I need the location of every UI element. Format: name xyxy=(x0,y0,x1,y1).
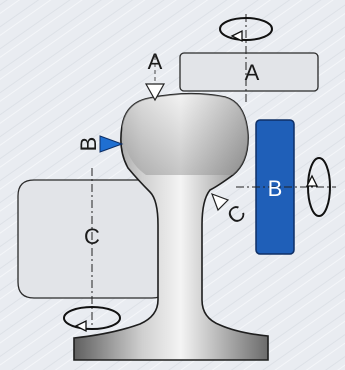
label-c-block: C xyxy=(84,224,100,249)
marker-c-triangle xyxy=(210,192,230,212)
marker-b-triangle xyxy=(99,135,124,153)
rotation-arrow-icon-c xyxy=(63,306,121,333)
label-b-block: B xyxy=(268,176,283,201)
rail-head-shade xyxy=(122,93,249,175)
label-a-marker: A xyxy=(148,49,163,74)
rotation-arrow-icon-a xyxy=(219,17,273,43)
grinding-block-a xyxy=(179,52,319,92)
rotation-arrow-icon-b xyxy=(305,157,331,217)
marker-a-triangle xyxy=(144,83,166,102)
label-a-block: A xyxy=(245,60,260,85)
label-b-marker: B xyxy=(76,137,101,152)
